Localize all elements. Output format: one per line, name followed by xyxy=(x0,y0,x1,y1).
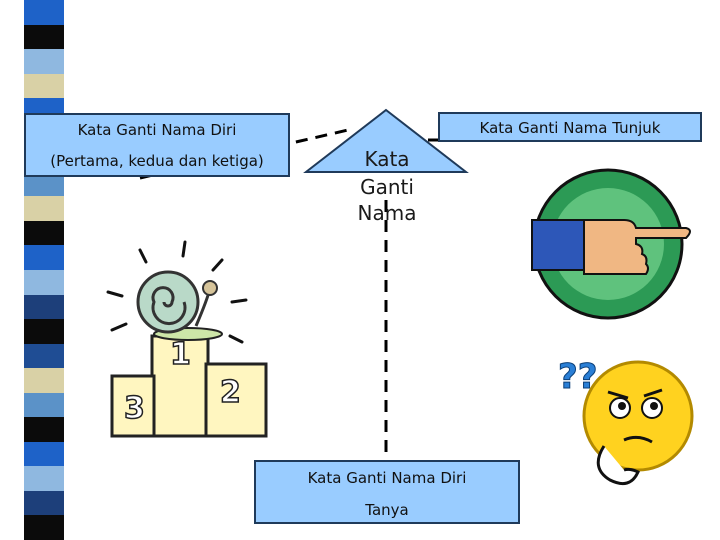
node-tanya-title: Kata Ganti Nama Diri xyxy=(307,469,467,487)
node-diri-subtitle: (Pertama, kedua dan ketiga) xyxy=(50,152,264,170)
stripe-segment xyxy=(24,441,64,467)
stripe-segment xyxy=(24,466,64,492)
podium-snail-clipart: 1 2 3 xyxy=(106,240,268,438)
node-kata-ganti-nama-diri: Kata Ganti Nama Diri (Pertama, kedua dan… xyxy=(24,113,290,177)
stripe-segment xyxy=(24,24,64,50)
node-tunjuk-title: Kata Ganti Nama Tunjuk xyxy=(479,119,661,137)
stripe-segment xyxy=(24,196,64,222)
center-node-line2: Ganti xyxy=(360,175,414,199)
podium-number-2: 2 xyxy=(220,375,241,410)
podium-number-3: 3 xyxy=(124,391,145,426)
stripe-segment xyxy=(24,270,64,296)
stripe-segment xyxy=(24,392,64,418)
stripe-segment xyxy=(24,417,64,443)
pointing-hand-clipart xyxy=(531,168,691,320)
stripe-segment xyxy=(24,220,64,246)
confused-face-clipart: ?? xyxy=(558,357,694,486)
node-diri-title: Kata Ganti Nama Diri xyxy=(77,121,237,139)
stripe-segment xyxy=(24,0,64,26)
stripe-segment xyxy=(24,490,64,516)
stripe-segment xyxy=(24,49,64,75)
stripe-segment xyxy=(24,319,64,345)
stripe-segment xyxy=(24,343,64,369)
node-tanya-subtitle: Tanya xyxy=(365,501,409,519)
stripe-segment xyxy=(24,73,64,99)
stripe-segment xyxy=(24,515,64,540)
stripe-segment xyxy=(24,294,64,320)
node-kata-ganti-nama-diri-tanya: Kata Ganti Nama Diri Tanya xyxy=(254,460,520,524)
stripe-segment xyxy=(24,245,64,271)
stripe-segment xyxy=(24,368,64,394)
center-triangle xyxy=(303,108,469,173)
center-node-line1: Kata xyxy=(364,147,410,171)
center-node-line3: Nama xyxy=(357,201,417,225)
podium-number-1: 1 xyxy=(170,337,191,372)
node-kata-ganti-nama-tunjuk: Kata Ganti Nama Tunjuk xyxy=(438,112,702,142)
